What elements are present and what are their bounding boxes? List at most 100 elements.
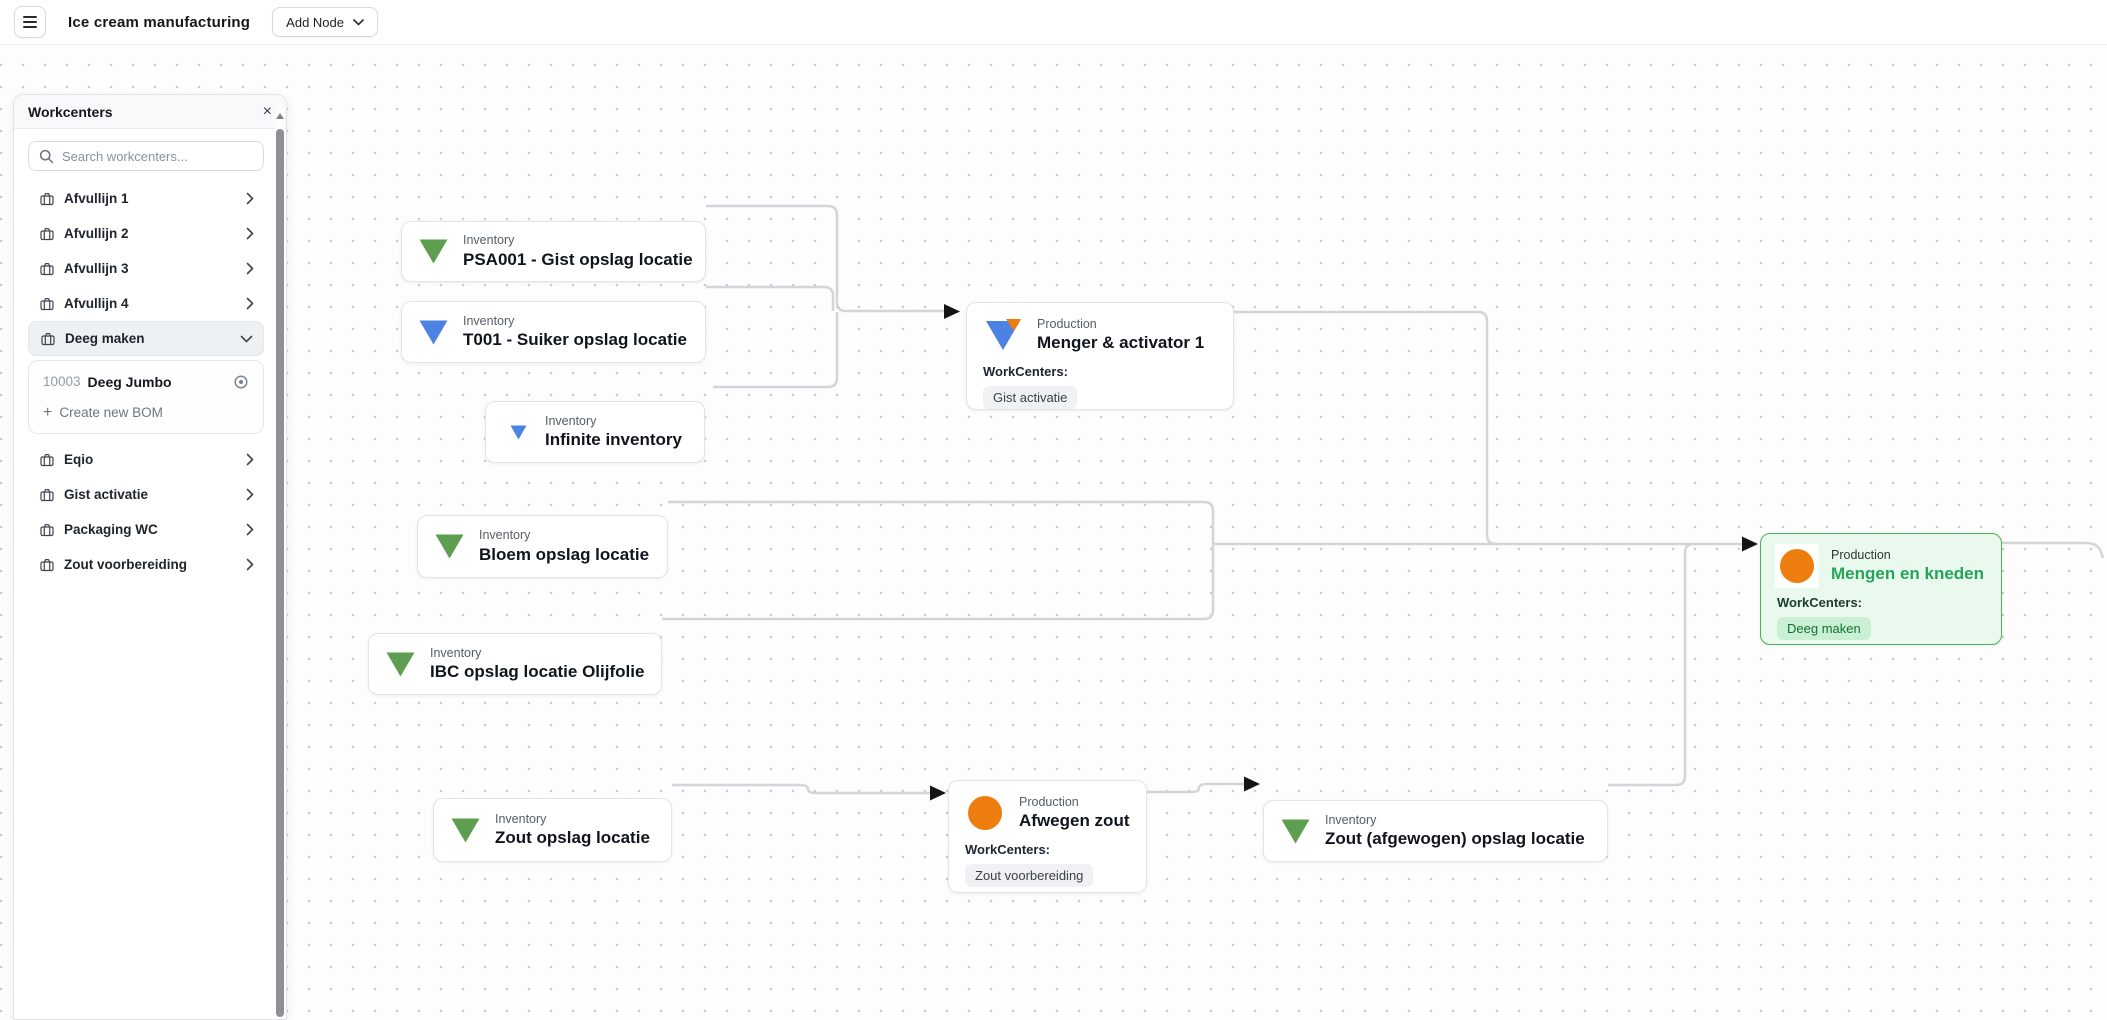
create-new-bom-button[interactable]: + Create new BOM xyxy=(43,403,163,421)
node-t001[interactable]: Inventory T001 - Suiker opslag locatie xyxy=(401,301,706,363)
scroll-up-arrow-icon[interactable] xyxy=(276,113,284,119)
production-circle-icon xyxy=(1775,544,1819,588)
node-zout-opslag[interactable]: Inventory Zout opslag locatie xyxy=(433,798,672,862)
sidebar-item-afvullijn-3[interactable]: Afvullijn 3 xyxy=(28,251,264,286)
bom-subpanel: 10003 Deeg Jumbo + Create new BOM xyxy=(28,360,264,434)
edge-ibc-mengen xyxy=(662,544,1215,621)
workcenter-list: Afvullijn 1 Afvullijn 2 xyxy=(28,181,264,582)
sidebar-item-afvullijn-2[interactable]: Afvullijn 2 xyxy=(28,216,264,251)
sidebar-item-zout-voorbereiding[interactable]: Zout voorbereiding xyxy=(28,547,264,582)
edge-t001-menger xyxy=(706,285,835,311)
edge-zoutopslag-afwegen xyxy=(672,783,930,795)
node-title: Afwegen zout xyxy=(1019,811,1130,831)
plus-icon: + xyxy=(43,403,53,421)
production-triangle-blue-orange-icon xyxy=(981,313,1025,357)
chevron-right-icon xyxy=(246,192,254,205)
workcenter-badge: Gist activatie xyxy=(983,386,1078,409)
chevron-right-icon xyxy=(246,488,254,501)
node-type-label: Inventory xyxy=(463,313,515,328)
node-title: Menger & activator 1 xyxy=(1037,333,1205,353)
node-title: IBC opslag locatie Olijfolie xyxy=(430,662,645,682)
node-bloem[interactable]: Inventory Bloem opslag locatie xyxy=(417,515,668,578)
scrollbar-thumb[interactable] xyxy=(276,129,284,1017)
page-title: Ice cream manufacturing xyxy=(68,13,251,31)
workcenters-panel: Workcenters × Afvullijn 1 xyxy=(13,94,287,1020)
node-type-label: Inventory xyxy=(1325,812,1377,827)
workcenters-label: WorkCenters: xyxy=(983,364,1069,379)
inventory-triangle-down-icon xyxy=(434,533,465,560)
workcenter-badge: Deeg maken xyxy=(1777,617,1871,640)
edge-bloem-mengen xyxy=(668,500,1215,544)
node-title: Zout opslag locatie xyxy=(495,828,650,848)
workcenters-label: WorkCenters: xyxy=(965,842,1051,857)
edge-afwegen-zoutafgewogen xyxy=(1147,782,1244,794)
chevron-right-icon xyxy=(246,523,254,536)
search-icon xyxy=(39,149,54,163)
node-type-label: Production xyxy=(1019,794,1079,809)
edge-menger-mengen xyxy=(1234,310,1497,546)
sidebar-item-afvullijn-1[interactable]: Afvullijn 1 xyxy=(28,181,264,216)
inventory-triangle-down-icon xyxy=(450,817,481,844)
chevron-right-icon xyxy=(246,453,254,466)
top-bar: Ice cream manufacturing Add Node xyxy=(0,0,2107,45)
node-title: Mengen en kneden xyxy=(1831,564,1985,584)
eye-icon[interactable] xyxy=(233,374,249,390)
search-input[interactable] xyxy=(62,148,253,164)
workcenter-briefcase-icon xyxy=(40,453,54,466)
workcenters-label: WorkCenters: xyxy=(1777,595,1863,610)
add-node-label: Add Node xyxy=(286,14,344,30)
inventory-triangle-down-icon xyxy=(418,319,449,346)
chevron-right-icon xyxy=(246,227,254,240)
chevron-down-icon xyxy=(240,335,253,342)
workcenter-briefcase-icon xyxy=(40,192,54,205)
workcenters-panel-header: Workcenters × xyxy=(14,95,286,129)
chevron-right-icon xyxy=(246,262,254,275)
flow-canvas[interactable]: Inventory PSA001 - Gist opslag locatie I… xyxy=(0,45,2107,1020)
edge-infinite-menger xyxy=(713,312,839,389)
node-title: T001 - Suiker opslag locatie xyxy=(463,330,687,350)
workcenter-badge: Zout voorbereiding xyxy=(965,864,1094,887)
bom-item-deeg-jumbo[interactable]: 10003 Deeg Jumbo xyxy=(37,366,255,397)
sidebar-item-gist-activatie[interactable]: Gist activatie xyxy=(28,477,264,512)
node-type-label: Production xyxy=(1037,316,1097,331)
node-afwegen-zout[interactable]: Production Afwegen zout WorkCenters: Zou… xyxy=(948,780,1147,893)
node-zout-afgewogen[interactable]: Inventory Zout (afgewogen) opslag locati… xyxy=(1263,800,1608,862)
workcenter-briefcase-icon xyxy=(40,227,54,240)
workcenter-briefcase-icon xyxy=(40,488,54,501)
inventory-triangle-down-icon xyxy=(1280,818,1311,845)
chevron-right-icon xyxy=(246,297,254,310)
production-circle-icon xyxy=(963,791,1007,835)
edge-mengen-offscreen xyxy=(2002,541,2105,559)
inventory-triangle-down-icon xyxy=(510,425,527,440)
workcenter-briefcase-icon xyxy=(40,558,54,571)
inventory-triangle-down-icon xyxy=(385,651,416,678)
sidebar-item-eqio[interactable]: Eqio xyxy=(28,442,264,477)
workcenter-briefcase-icon xyxy=(40,262,54,275)
node-psa001[interactable]: Inventory PSA001 - Gist opslag locatie xyxy=(401,221,706,282)
edge-psa001-menger xyxy=(706,204,944,313)
sidebar-scrollbar[interactable] xyxy=(275,105,285,1019)
node-title: Zout (afgewogen) opslag locatie xyxy=(1325,829,1585,849)
panel-title: Workcenters xyxy=(28,103,113,120)
add-node-button[interactable]: Add Node xyxy=(272,7,378,37)
inventory-triangle-down-icon xyxy=(418,238,449,265)
hamburger-menu-button[interactable] xyxy=(14,6,46,38)
node-menger-activator-1[interactable]: Production Menger & activator 1 WorkCent… xyxy=(966,302,1234,410)
sidebar-item-afvullijn-4[interactable]: Afvullijn 4 xyxy=(28,286,264,321)
node-type-label: Inventory xyxy=(479,528,531,543)
sidebar-item-deeg-maken[interactable]: Deeg maken xyxy=(28,321,264,356)
node-type-label: Inventory xyxy=(545,413,597,428)
sidebar-item-packaging-wc[interactable]: Packaging WC xyxy=(28,512,264,547)
chevron-down-icon xyxy=(353,18,364,25)
search-box[interactable] xyxy=(28,141,264,171)
arrowhead-afwegen-input xyxy=(930,785,946,801)
node-type-label: Inventory xyxy=(430,645,482,660)
workcenter-briefcase-icon xyxy=(41,332,55,345)
node-infinite-inventory[interactable]: Inventory Infinite inventory xyxy=(485,401,705,463)
node-title: PSA001 - Gist opslag locatie xyxy=(463,249,693,269)
close-icon[interactable]: × xyxy=(262,102,272,120)
workcenter-briefcase-icon xyxy=(40,297,54,310)
node-mengen-en-kneden[interactable]: Production Mengen en kneden WorkCenters:… xyxy=(1760,533,2002,645)
hamburger-icon xyxy=(23,16,37,19)
node-ibc[interactable]: Inventory IBC opslag locatie Olijfolie xyxy=(368,633,662,695)
